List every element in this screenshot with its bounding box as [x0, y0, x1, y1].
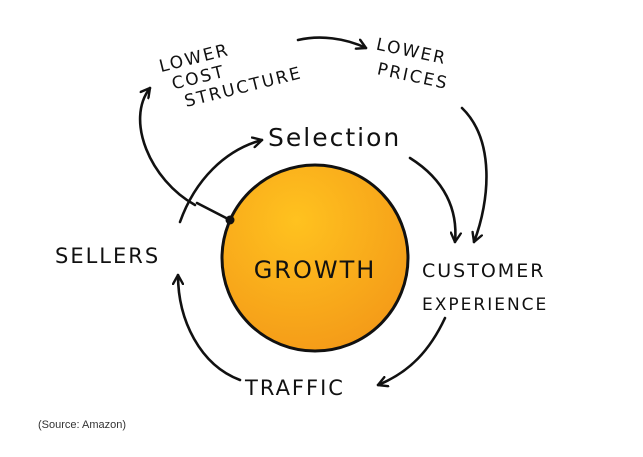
traffic-label: TRAFFIC — [244, 376, 345, 400]
sellers-label: SELLERS — [55, 244, 160, 268]
arrow-lower-prices-to-customer-experience — [460, 106, 488, 244]
arrow-sellers-to-selection — [178, 140, 264, 224]
lower-prices-label: LOWER PRICES — [374, 35, 450, 94]
selection-label: Selection — [268, 123, 401, 152]
arrow-sellers-to-lower-cost — [138, 86, 197, 207]
customer-label: CUSTOMER — [422, 260, 545, 282]
experience-label: EXPERIENCE — [422, 295, 548, 315]
arrow-customer-experience-to-traffic — [376, 316, 447, 385]
lower-cost-structure-label: LOWER COST STRUCTURE — [157, 40, 304, 112]
source-caption: (Source: Amazon) — [38, 419, 127, 431]
arrow-lower-cost-to-lower-prices — [296, 36, 368, 48]
connector-line — [195, 201, 232, 222]
growth-label: GROWTH — [254, 256, 377, 284]
growth-circle — [220, 163, 410, 353]
connector-dot — [225, 215, 235, 225]
arrow-traffic-to-sellers — [178, 273, 242, 382]
arrow-selection-to-customer-experience — [408, 156, 455, 244]
